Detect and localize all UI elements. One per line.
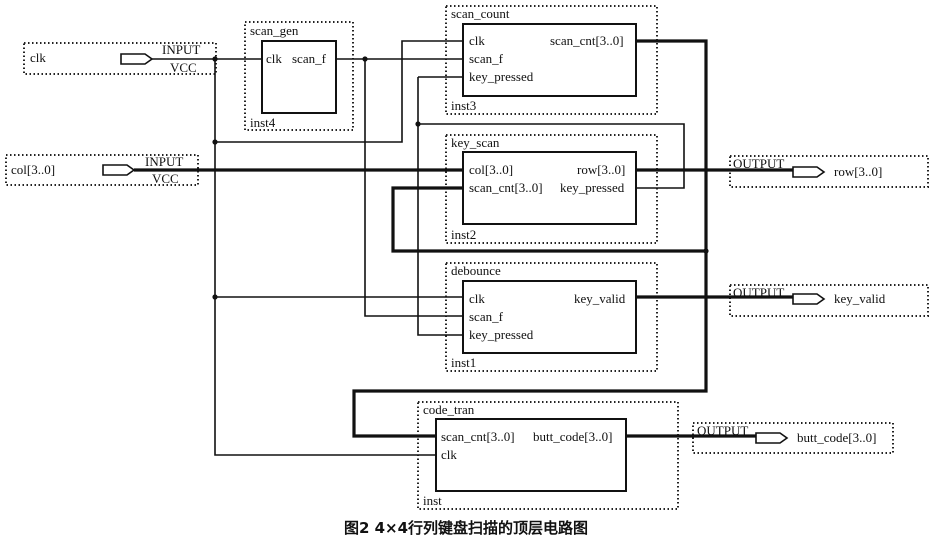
input-pin-clk-type: INPUT (162, 42, 200, 57)
port-clk: clk (266, 51, 282, 66)
module-title: code_tran (423, 402, 475, 417)
port-key-pressed: key_pressed (469, 69, 534, 84)
output-arrow-icon (792, 293, 826, 305)
output-arrow-icon (755, 432, 789, 444)
module-frame (445, 5, 658, 115)
output-pin-key-valid-name: key_valid (834, 291, 886, 306)
input-pin-clk-default: VCC (170, 60, 197, 75)
port-scan-cnt: scan_cnt[3..0] (441, 429, 515, 444)
port-key-pressed: key_pressed (560, 180, 625, 195)
module-scan-count[interactable]: scan_count clk scan_f key_pressed scan_c… (445, 5, 658, 115)
port-row: row[3..0] (577, 162, 625, 177)
wires (134, 39, 793, 456)
output-pin-row-frame (729, 155, 929, 188)
module-key-scan[interactable]: key_scan col[3..0] scan_cnt[3..0] row[3.… (445, 134, 658, 244)
figure-caption: 图2 4×4行列键盘扫描的顶层电路图 (344, 519, 588, 537)
junction (362, 56, 368, 62)
module-title: debounce (451, 263, 501, 278)
output-arrow-icon (792, 166, 826, 178)
output-pin-butt-code-name: butt_code[3..0] (797, 430, 876, 445)
junction (415, 121, 421, 127)
module-instance: inst (423, 493, 442, 508)
input-pin-col[interactable]: col[3..0] INPUT VCC (5, 154, 199, 186)
module-title: key_scan (451, 135, 500, 150)
input-pin-clk-name: clk (30, 50, 46, 65)
module-instance: inst1 (451, 355, 476, 370)
port-scan-f: scan_f (292, 51, 327, 66)
port-key-pressed: key_pressed (469, 327, 534, 342)
module-code-tran[interactable]: code_tran scan_cnt[3..0] clk butt_code[3… (417, 401, 679, 510)
port-clk: clk (441, 447, 457, 462)
module-frame (445, 262, 658, 372)
module-debounce[interactable]: debounce clk scan_f key_pressed key_vali… (445, 262, 658, 372)
output-pin-key-valid-frame (729, 284, 929, 317)
output-pin-butt-code[interactable]: OUTPUT butt_code[3..0] (692, 422, 894, 454)
port-scan-cnt: scan_cnt[3..0] (469, 180, 543, 195)
input-pin-col-name: col[3..0] (11, 162, 55, 177)
port-col: col[3..0] (469, 162, 513, 177)
output-pin-row-type: OUTPUT (733, 156, 784, 171)
output-pin-key-valid[interactable]: OUTPUT key_valid (729, 284, 929, 317)
output-pin-row-name: row[3..0] (834, 164, 882, 179)
module-body (435, 418, 627, 492)
output-pin-butt-code-type: OUTPUT (697, 423, 748, 438)
junction (212, 56, 218, 62)
input-pin-col-default: VCC (152, 171, 179, 186)
input-arrow-icon (120, 53, 154, 65)
junction (212, 139, 218, 145)
wire-key-pressed (417, 123, 685, 336)
port-scan-cnt: scan_cnt[3..0] (550, 33, 624, 48)
module-body (462, 280, 637, 354)
module-body (462, 23, 637, 97)
wire-scan-f-debounce (364, 59, 463, 317)
port-butt-code: butt_code[3..0] (533, 429, 612, 444)
input-pin-clk-frame (23, 42, 217, 75)
port-scan-f: scan_f (469, 51, 504, 66)
wire-clk-trunk (214, 59, 436, 456)
module-title: scan_count (451, 6, 510, 21)
module-title: scan_gen (250, 23, 299, 38)
input-pin-col-type: INPUT (145, 154, 183, 169)
module-instance: inst4 (250, 115, 276, 130)
module-body (462, 151, 637, 225)
output-pin-butt-code-frame (692, 422, 894, 454)
output-pin-row[interactable]: OUTPUT row[3..0] (729, 155, 929, 188)
port-key-valid: key_valid (574, 291, 626, 306)
module-instance: inst3 (451, 98, 476, 113)
bus-scan-cnt (352, 39, 708, 438)
module-instance: inst2 (451, 227, 476, 242)
module-body (261, 40, 337, 114)
wire-clk-scan-count (215, 40, 463, 143)
junction (212, 294, 218, 300)
input-pin-clk[interactable]: clk INPUT VCC (23, 42, 217, 75)
port-clk: clk (469, 291, 485, 306)
input-arrow-icon (102, 164, 136, 176)
port-clk: clk (469, 33, 485, 48)
port-scan-f: scan_f (469, 309, 504, 324)
bus-scan-cnt-key-scan (391, 186, 706, 253)
input-pin-col-frame (5, 154, 199, 186)
junction (703, 248, 709, 254)
module-scan-gen[interactable]: scan_gen clk scan_f inst4 (244, 21, 354, 131)
